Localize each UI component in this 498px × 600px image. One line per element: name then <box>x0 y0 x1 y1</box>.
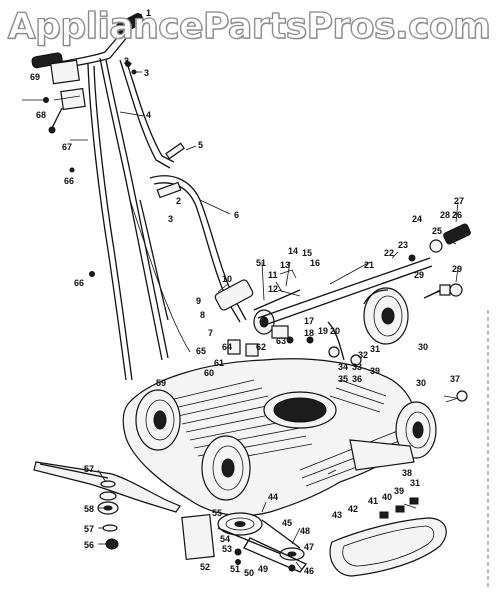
drive-assembly <box>214 269 362 366</box>
callout-labels: 1 2 3 4 5 6 2 3 10 11 12 13 14 15 16 17 … <box>30 8 464 578</box>
grass-shield-assembly <box>329 390 468 577</box>
callout-14: 14 <box>288 246 298 256</box>
callout-10: 10 <box>222 274 232 284</box>
callout-2b: 2 <box>176 196 181 206</box>
callout-28: 28 <box>440 210 450 220</box>
callout-51b: 51 <box>230 564 240 574</box>
handle-assembly <box>22 13 247 381</box>
callout-33: 33 <box>352 362 362 372</box>
callout-30b: 30 <box>416 378 426 388</box>
callout-39b: 39 <box>394 486 404 496</box>
callout-49: 49 <box>258 564 268 574</box>
blade-assembly <box>33 461 181 550</box>
callout-21: 21 <box>364 260 374 270</box>
callout-30: 30 <box>418 342 428 352</box>
callout-29: 29 <box>414 270 424 280</box>
callout-45: 45 <box>282 518 292 528</box>
callout-24: 24 <box>412 214 422 224</box>
callout-46: 46 <box>304 566 314 576</box>
callout-54: 54 <box>220 534 230 544</box>
callout-31: 31 <box>370 344 380 354</box>
callout-3b: 3 <box>168 214 173 224</box>
callout-44: 44 <box>268 492 278 502</box>
callout-50: 50 <box>244 568 254 578</box>
callout-69: 69 <box>30 72 40 82</box>
grass-shield <box>329 517 447 577</box>
control-box <box>50 59 80 85</box>
callout-2: 2 <box>124 56 129 66</box>
callout-17: 17 <box>304 316 314 326</box>
callout-57b: 57 <box>84 524 94 534</box>
callout-11: 11 <box>268 270 278 280</box>
callout-34: 34 <box>338 362 348 372</box>
callout-56: 56 <box>84 540 94 550</box>
callout-18: 18 <box>304 328 314 338</box>
belt-guard-plate <box>181 513 215 561</box>
callout-19: 19 <box>318 326 328 336</box>
callout-31b: 31 <box>410 478 420 488</box>
callout-42: 42 <box>348 504 358 514</box>
callout-68: 68 <box>36 110 46 120</box>
callout-61: 61 <box>214 358 224 368</box>
callout-48: 48 <box>300 526 310 536</box>
rear-axle-assembly <box>257 223 471 345</box>
callout-52: 52 <box>200 562 210 572</box>
mower-deck <box>122 358 437 517</box>
callout-7: 7 <box>208 328 213 338</box>
callout-26: 26 <box>452 210 462 220</box>
callout-51: 51 <box>256 258 266 268</box>
callout-27: 27 <box>454 196 464 206</box>
callout-22: 22 <box>384 248 394 258</box>
callout-67: 67 <box>62 142 72 152</box>
callout-47: 47 <box>304 542 314 552</box>
callout-60: 60 <box>204 368 214 378</box>
callout-62: 62 <box>256 342 266 352</box>
throttle-box <box>60 87 86 111</box>
callout-20: 20 <box>330 326 340 336</box>
callout-36: 36 <box>352 374 362 384</box>
callout-9: 9 <box>196 296 201 306</box>
callout-38: 38 <box>402 468 412 478</box>
callout-40: 40 <box>382 492 392 502</box>
callout-1: 1 <box>146 8 151 18</box>
motor-cylinder <box>214 279 254 311</box>
leader-lines <box>53 13 459 571</box>
callout-16: 16 <box>310 258 320 268</box>
callout-43: 43 <box>332 510 342 520</box>
callout-25: 25 <box>432 226 442 236</box>
deck-shell <box>122 358 416 517</box>
callout-65: 65 <box>196 346 206 356</box>
callout-57: 57 <box>84 464 94 474</box>
callout-32: 32 <box>358 350 368 360</box>
callout-66: 66 <box>64 176 74 186</box>
callout-8: 8 <box>200 310 205 320</box>
callout-4: 4 <box>146 110 151 120</box>
callout-66b: 66 <box>74 278 84 288</box>
callout-53: 53 <box>222 544 232 554</box>
callout-59: 59 <box>156 378 166 388</box>
callout-13: 13 <box>280 260 290 270</box>
callout-23: 23 <box>398 240 408 250</box>
callout-35: 35 <box>338 374 348 384</box>
callout-37: 37 <box>450 374 460 384</box>
callout-63: 63 <box>276 336 286 346</box>
callout-29b: 29 <box>452 264 462 274</box>
callout-58: 58 <box>84 504 94 514</box>
callout-41: 41 <box>368 496 378 506</box>
callout-55: 55 <box>212 508 222 518</box>
axle-grip <box>443 223 471 245</box>
lower-pulley-assembly <box>181 512 308 573</box>
callout-6: 6 <box>234 210 239 220</box>
callout-39: 39 <box>370 366 380 376</box>
right-handle-grip <box>115 13 144 35</box>
callout-64: 64 <box>222 342 232 352</box>
callout-12: 12 <box>268 284 278 294</box>
callout-5: 5 <box>198 140 203 150</box>
callout-15: 15 <box>302 248 312 258</box>
callout-3: 3 <box>144 68 149 78</box>
